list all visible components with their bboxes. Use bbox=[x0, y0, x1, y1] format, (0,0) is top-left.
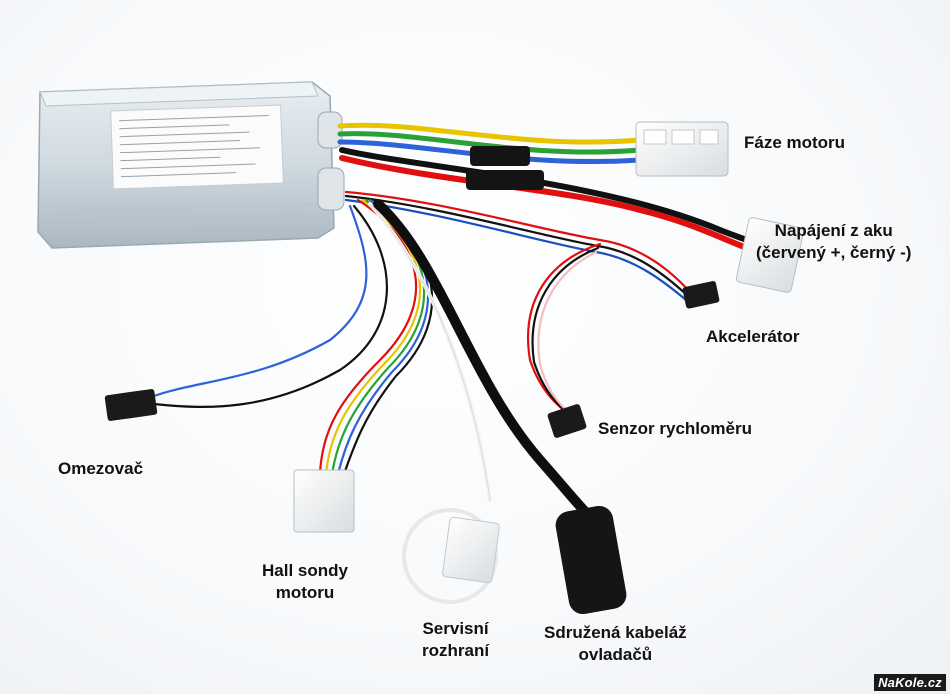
label-service: Servisní rozhraní bbox=[422, 618, 489, 662]
label-combined-line2: ovladačů bbox=[578, 645, 653, 664]
label-power-line2: (červený +, černý -) bbox=[756, 243, 912, 262]
limiter-wires bbox=[152, 204, 389, 408]
label-phase-text: Fáze motoru bbox=[744, 133, 846, 152]
speed-sensor-connector bbox=[547, 404, 587, 438]
label-power: Napájení z aku (červený +, černý -) bbox=[756, 220, 911, 264]
label-limiter-text: Omezovač bbox=[58, 459, 144, 478]
power-connector bbox=[735, 217, 805, 293]
label-phase: Fáze motoru bbox=[744, 132, 845, 154]
watermark: NaKole.cz bbox=[874, 674, 946, 691]
label-throttle: Akcelerátor bbox=[706, 326, 800, 348]
label-throttle-text: Akcelerátor bbox=[706, 327, 800, 346]
speed-sensor-wires bbox=[527, 242, 602, 418]
service-wire bbox=[368, 202, 492, 502]
label-combined: Sdružená kabeláž ovladačů bbox=[544, 622, 687, 666]
label-hall: Hall sondy motoru bbox=[262, 560, 348, 604]
hall-connector bbox=[293, 469, 355, 533]
combined-connector bbox=[555, 505, 627, 615]
phase-wires bbox=[337, 122, 643, 166]
label-speed-sensor-text: Senzor rychloměru bbox=[598, 419, 752, 438]
label-limiter: Omezovač bbox=[58, 458, 143, 480]
label-service-line2: rozhraní bbox=[422, 641, 490, 660]
power-wires bbox=[339, 147, 755, 253]
throttle-connector bbox=[682, 281, 720, 309]
throttle-wires bbox=[344, 190, 692, 302]
label-service-line1: Servisní bbox=[422, 619, 489, 638]
combined-cable bbox=[373, 199, 601, 525]
limiter-connector bbox=[104, 389, 158, 421]
service-connector bbox=[402, 508, 500, 604]
label-speed-sensor: Senzor rychloměru bbox=[598, 418, 752, 440]
phase-connector bbox=[635, 121, 729, 177]
label-hall-line1: Hall sondy bbox=[262, 561, 348, 580]
label-combined-line1: Sdružená kabeláž bbox=[544, 623, 687, 642]
label-power-line1: Napájení z aku bbox=[774, 221, 893, 240]
label-hall-line2: motoru bbox=[275, 583, 335, 602]
controller-box bbox=[37, 81, 345, 249]
